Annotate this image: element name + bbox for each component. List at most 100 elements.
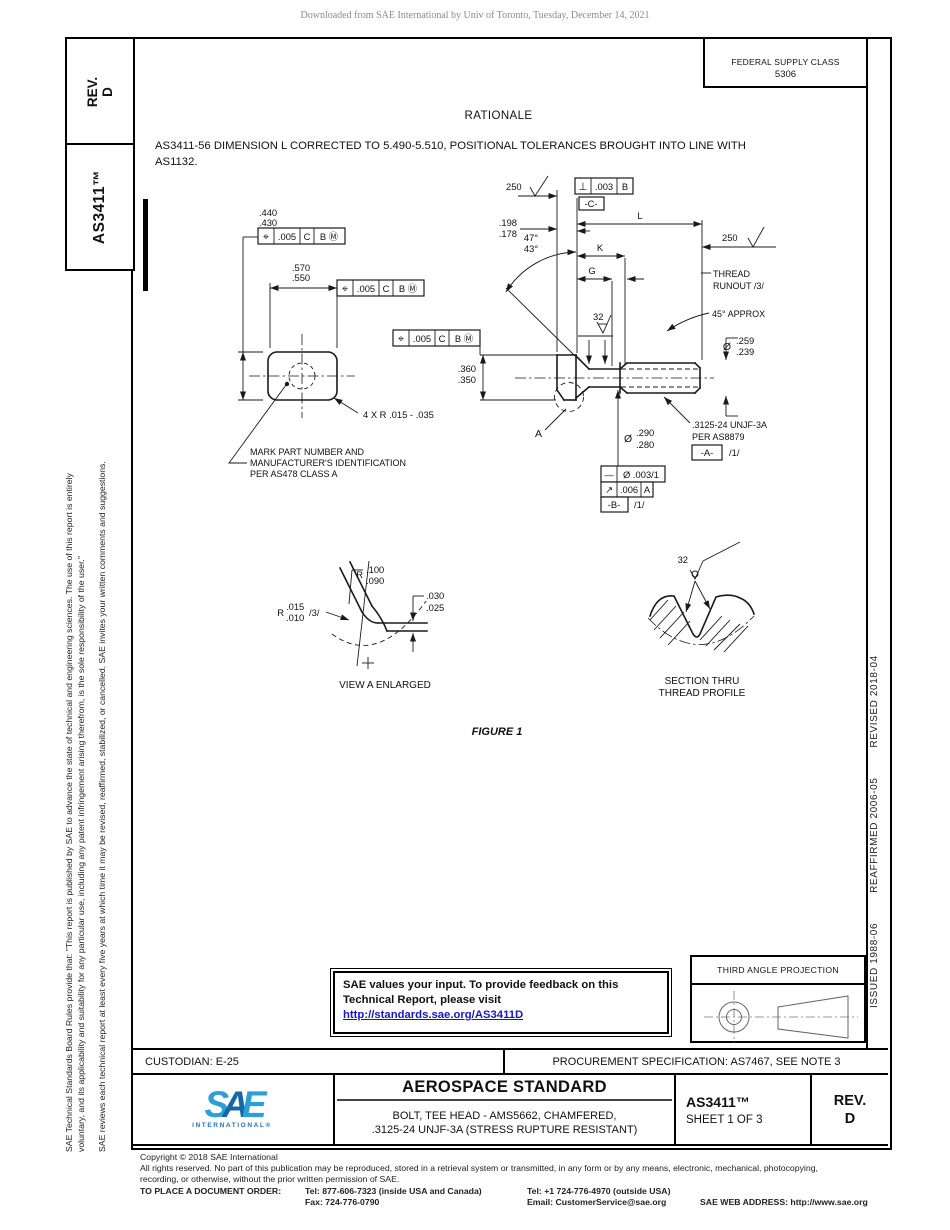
federal-supply-class-code: 5306 — [774, 69, 797, 80]
feedback-box: SAE values your input. To provide feedba… — [330, 968, 672, 1037]
svg-text:.005: .005 — [357, 283, 375, 294]
rev-tab-label: REV. — [85, 76, 100, 108]
legal-notice-vertical: SAE Technical Standards Board Rules prov… — [64, 277, 87, 1152]
svg-text:-B-: -B- — [608, 499, 621, 510]
section-caption-2: THREAD PROFILE — [659, 688, 746, 699]
datum-b-flag: -B- /1/ — [600, 496, 645, 513]
marking-note: MARK PART NUMBER AND MANUFACTURER'S IDEN… — [228, 384, 406, 479]
svg-text:250: 250 — [722, 232, 738, 243]
rev-tab-value: D — [100, 87, 115, 97]
issued-date: ISSUED 1988-06 — [869, 922, 880, 1008]
legal-line-3: SAE reviews each technical report at lea… — [97, 461, 107, 1152]
svg-text:45° APPROX: 45° APPROX — [712, 309, 765, 319]
drawing-frame — [131, 37, 892, 1150]
section-hatching — [649, 599, 749, 653]
thread-profile-section: 32 SECTION THRU THREAD PROFILE — [647, 541, 756, 699]
revised-date: REVISED 2018-04 — [869, 655, 880, 748]
svg-text:THREAD: THREAD — [713, 269, 751, 279]
order-label: TO PLACE A DOCUMENT ORDER: — [140, 1185, 282, 1196]
rights-line-2: recording, or otherwise, without the pri… — [140, 1174, 400, 1185]
svg-text:-A-: -A- — [701, 447, 714, 458]
footer-legal: Copyright © 2018 SAE International All r… — [140, 1152, 940, 1208]
svg-text:↗: ↗ — [605, 484, 613, 495]
svg-text:.015: .015 — [286, 601, 304, 612]
svg-text:A: A — [535, 428, 542, 440]
dim-gap: .030 .025 — [410, 590, 444, 652]
svg-text:⌖: ⌖ — [398, 333, 404, 345]
svg-text:A: A — [644, 484, 651, 495]
fcf-position-1: ⌖ .005 C B Ⓜ — [257, 227, 346, 245]
fax-number: Fax: 724-776-0790 — [305, 1196, 380, 1207]
svg-text:.100: .100 — [366, 564, 384, 575]
document-title-line-2: .3125-24 UNJF-3A (STRESS RUPTURE RESISTA… — [371, 1123, 638, 1136]
rev-tab: REV. D — [65, 37, 135, 147]
fcf-position-3: ⌖ .005 C B Ⓜ — [392, 329, 481, 347]
legal-review-vertical: SAE reviews each technical report at lea… — [97, 277, 109, 1152]
svg-text:.290: .290 — [636, 427, 654, 438]
view-a-caption: VIEW A ENLARGED — [339, 680, 431, 691]
svg-text:B Ⓜ: B Ⓜ — [455, 333, 474, 344]
legal-line-1: SAE Technical Standards Board Rules prov… — [64, 473, 74, 1152]
svg-text:.003: .003 — [595, 181, 613, 192]
svg-text:L: L — [637, 210, 642, 221]
svg-text:.360: .360 — [458, 363, 476, 374]
svg-text:R: R — [356, 569, 363, 580]
svg-text:Ø: Ø — [723, 341, 731, 353]
svg-text:.350: .350 — [458, 374, 476, 385]
surface-finish-32-fillet: 32 — [578, 311, 613, 364]
svg-text:.030: .030 — [426, 590, 444, 601]
svg-text:Ø .003/1: Ø .003/1 — [623, 469, 659, 480]
custodian-cell: CUSTODIAN: E-25 — [131, 1050, 505, 1073]
surface-finish-32-thread: 32 — [678, 541, 741, 613]
copyright-line: Copyright © 2018 SAE International — [140, 1152, 278, 1162]
svg-text:/3/: /3/ — [309, 607, 320, 618]
view-a-detail: R .100 .090 R .015 .010 /3/ .030 .025 VI… — [277, 560, 444, 691]
dim-fillet-r-big: R .100 .090 — [348, 564, 384, 605]
feedback-line-1: SAE values your input. To provide feedba… — [343, 979, 619, 991]
extension-lines — [556, 190, 703, 366]
reaffirmed-date: REAFFIRMED 2006-05 — [869, 777, 880, 893]
revision-change-bar — [143, 199, 148, 291]
tel-outside: Tel: +1 724-776-4970 (outside USA) — [527, 1185, 671, 1196]
revision-value: D — [844, 1110, 856, 1127]
svg-text:32: 32 — [678, 554, 688, 565]
svg-text:.198: .198 — [499, 217, 517, 228]
svg-text:.280: .280 — [636, 439, 654, 450]
svg-text:C: C — [304, 231, 311, 242]
svg-text:.440: .440 — [259, 207, 277, 218]
rationale-heading: RATIONALE — [464, 110, 533, 122]
fcf-runout: ↗ .006 A — [600, 481, 654, 498]
dim-head-height: .440 .430 ⌖ .005 C B Ⓜ — [238, 207, 346, 401]
svg-text:.005: .005 — [278, 231, 296, 242]
procurement-cell: PROCUREMENT SPECIFICATION: AS7467, SEE N… — [552, 1055, 841, 1068]
svg-text:.3125-24 UNJF-3A: .3125-24 UNJF-3A — [692, 420, 767, 430]
document-type-heading: AEROSPACE STANDARD — [402, 1078, 607, 1096]
svg-text:.570: .570 — [292, 262, 310, 273]
third-angle-projection-box: THIRD ANGLE PROJECTION — [690, 955, 866, 1043]
svg-text:R: R — [277, 607, 284, 618]
svg-text:C: C — [383, 283, 390, 294]
revision-history-vertical: ISSUED 1988-06 REAFFIRMED 2006-05 REVISE… — [869, 588, 880, 1008]
document-title-line-1: BOLT, TEE HEAD - AMS5662, CHAMFERED, — [392, 1109, 617, 1122]
end-chamfer-note: 45° APPROX — [666, 309, 765, 332]
dim-fillet-r-small: R .015 .010 /3/ — [277, 601, 350, 623]
rationale-line-2: AS1132. — [155, 155, 198, 168]
fcf-straightness: — Ø .003/1 — [600, 465, 666, 483]
svg-text:-C-: -C- — [584, 198, 597, 209]
svg-text:/1/: /1/ — [634, 499, 645, 510]
document-number-tab-label: AS3411™ — [91, 169, 109, 245]
svg-text:.025: .025 — [426, 602, 444, 613]
dim-grip-K: K — [577, 242, 625, 259]
feedback-link[interactable]: http://standards.sae.org/AS3411D — [343, 1009, 524, 1021]
dim-length-L: L — [577, 210, 702, 227]
svg-text:32: 32 — [593, 311, 603, 322]
sae-logo-subtext: INTERNATIONAL® — [192, 1122, 272, 1129]
svg-text:B: B — [622, 181, 628, 192]
surface-finish-250-head: 250 — [506, 175, 557, 199]
svg-text:⌖: ⌖ — [342, 283, 348, 295]
svg-text:C: C — [439, 333, 446, 344]
fcf-perpendicularity: ⊥ .003 B -C- — [574, 177, 634, 211]
svg-text:.178: .178 — [499, 228, 517, 239]
thread-runout-note: THREAD RUNOUT /3/ — [701, 269, 764, 291]
svg-text:B Ⓜ: B Ⓜ — [320, 231, 339, 242]
